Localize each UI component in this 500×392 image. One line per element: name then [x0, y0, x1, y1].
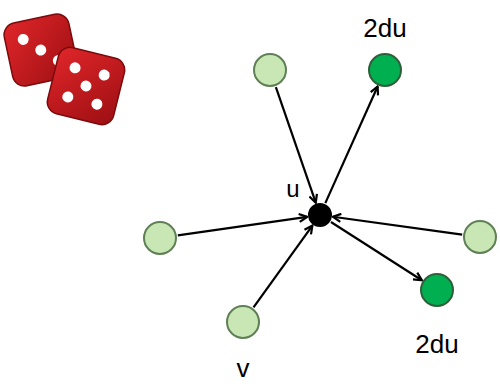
target-node: 2du [420, 273, 454, 307]
arrow-connector [276, 87, 316, 203]
arrow-connector [254, 226, 313, 308]
die [45, 45, 127, 127]
arrow-connector [178, 217, 307, 236]
neighbor-node [143, 221, 177, 255]
node-label: 2du [415, 331, 458, 357]
target-node: 2du [368, 53, 402, 87]
neighbor-node [253, 53, 287, 87]
center-node: u [308, 203, 332, 227]
neighbor-node [463, 220, 497, 254]
arrow-connector [325, 86, 377, 203]
node-label: v [237, 355, 250, 381]
arrow-connector [331, 222, 422, 280]
arrow-connector [333, 217, 462, 235]
node-label: 2du [363, 15, 406, 41]
neighbor-node: v [226, 305, 260, 339]
node-label: u [286, 177, 299, 201]
